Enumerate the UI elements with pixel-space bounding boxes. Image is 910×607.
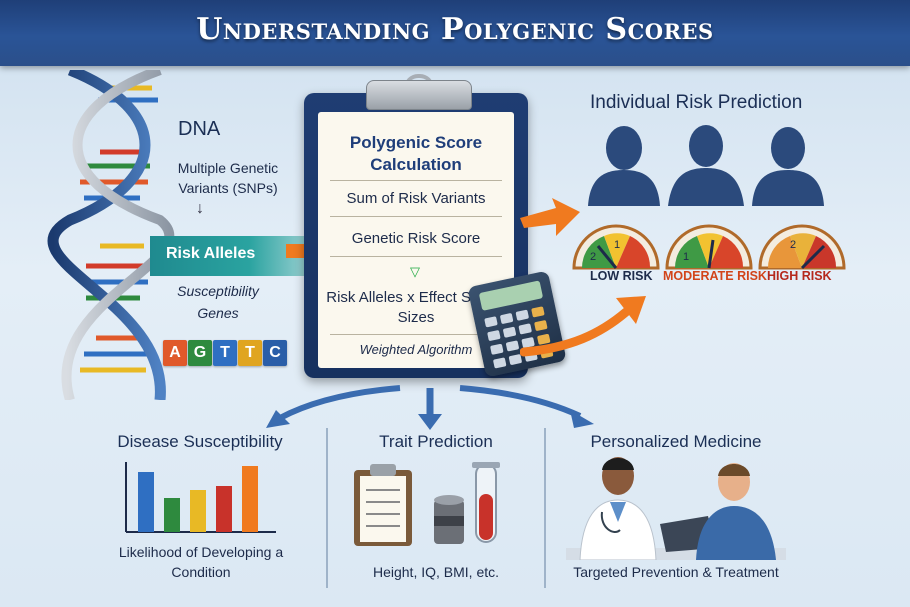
low-risk-gauge: 2 1 <box>572 224 660 270</box>
calculator-key <box>484 316 498 328</box>
gauge-number: 2 <box>590 251 596 263</box>
gauge-number: 1 <box>614 239 620 251</box>
clipboard-divider <box>330 256 502 257</box>
clipboard-divider <box>330 216 502 217</box>
scale-cylinder-icon <box>434 495 464 544</box>
low-risk-label: LOW RISK <box>590 269 653 283</box>
panel-divider <box>326 428 328 588</box>
high-risk-gauge: 2 <box>758 224 846 270</box>
weighted-algorithm-label: Weighted Algorithm <box>359 342 473 357</box>
sum-of-risk-variants: Sum of Risk Variants <box>346 190 486 207</box>
base-letter-g: G <box>188 340 212 366</box>
patient-icon <box>696 463 776 560</box>
clipboard-divider <box>330 334 502 335</box>
test-tube-icon <box>472 462 500 543</box>
disease-susceptibility-title: Disease Susceptibility <box>117 432 283 451</box>
genetic-risk-score: Genetic Risk Score <box>351 230 481 247</box>
page-title: Understanding Polygenic Scores <box>196 12 714 47</box>
dna-helix-illustration <box>47 70 174 400</box>
person-silhouette-icon <box>752 127 824 206</box>
trait-prediction-title: Trait Prediction <box>379 432 493 451</box>
risk-alleles-label: Risk Alleles <box>166 245 256 262</box>
medicine-caption: Targeted Prevention & Treatment <box>573 564 779 580</box>
person-silhouette-icon <box>668 125 744 206</box>
doctor-icon <box>579 457 657 560</box>
calculator-key <box>499 312 514 325</box>
doctor-patient-icon <box>566 457 786 560</box>
orange-arrow-up-icon <box>520 296 646 357</box>
disease-caption: Likelihood of Developing a Condition <box>118 544 284 580</box>
trait-icons <box>354 462 500 546</box>
high-risk-label: HIGH RISK <box>767 269 832 283</box>
susceptibility-genes-label: Susceptibility Genes <box>177 283 259 321</box>
trait-caption: Height, IQ, BMI, etc. <box>372 564 500 580</box>
base-letter-c: C <box>263 340 287 366</box>
panel-divider <box>544 428 546 588</box>
person-silhouette-icon <box>588 126 660 206</box>
base-letter-t: T <box>238 340 262 366</box>
calculator-key <box>502 326 517 338</box>
moderate-risk-label: MODERATE RISK <box>663 269 767 283</box>
clipboard-clamp-icon <box>366 80 472 110</box>
title-banner <box>0 0 910 66</box>
moderate-risk-gauge: 1 <box>665 224 753 270</box>
risk-formula: Risk Alleles x Effect Sizes | Sizes <box>326 289 506 326</box>
clipboard-icon <box>354 464 412 546</box>
dna-strand-silver <box>61 70 174 400</box>
blue-down-arrows-icon <box>266 385 594 430</box>
bar-chart-icon <box>125 462 276 533</box>
personalized-medicine-title: Personalized Medicine <box>590 432 762 451</box>
dna-strand-blue <box>47 70 166 400</box>
gauge-number: 2 <box>790 239 796 251</box>
base-letter-t: T <box>213 340 237 366</box>
clipboard-title: Polygenic Score Calculation <box>349 133 483 174</box>
base-letter-a: A <box>163 340 187 366</box>
calculator-key <box>490 343 504 355</box>
risk-prediction-title: Individual Risk Prediction <box>590 92 803 113</box>
down-arrow-icon: ↓ <box>196 200 204 217</box>
calculator-key <box>487 329 501 342</box>
gem-icon: ▽ <box>410 264 420 279</box>
dna-subtitle: Multiple Genetic Variants (SNPs) <box>177 160 279 196</box>
gauge-number: 1 <box>683 251 689 263</box>
calculator-key <box>492 357 507 369</box>
orange-arrow-right-icon <box>520 198 580 236</box>
calculator-key <box>505 340 520 352</box>
clipboard-divider <box>330 180 502 181</box>
dna-label: DNA <box>178 118 221 140</box>
